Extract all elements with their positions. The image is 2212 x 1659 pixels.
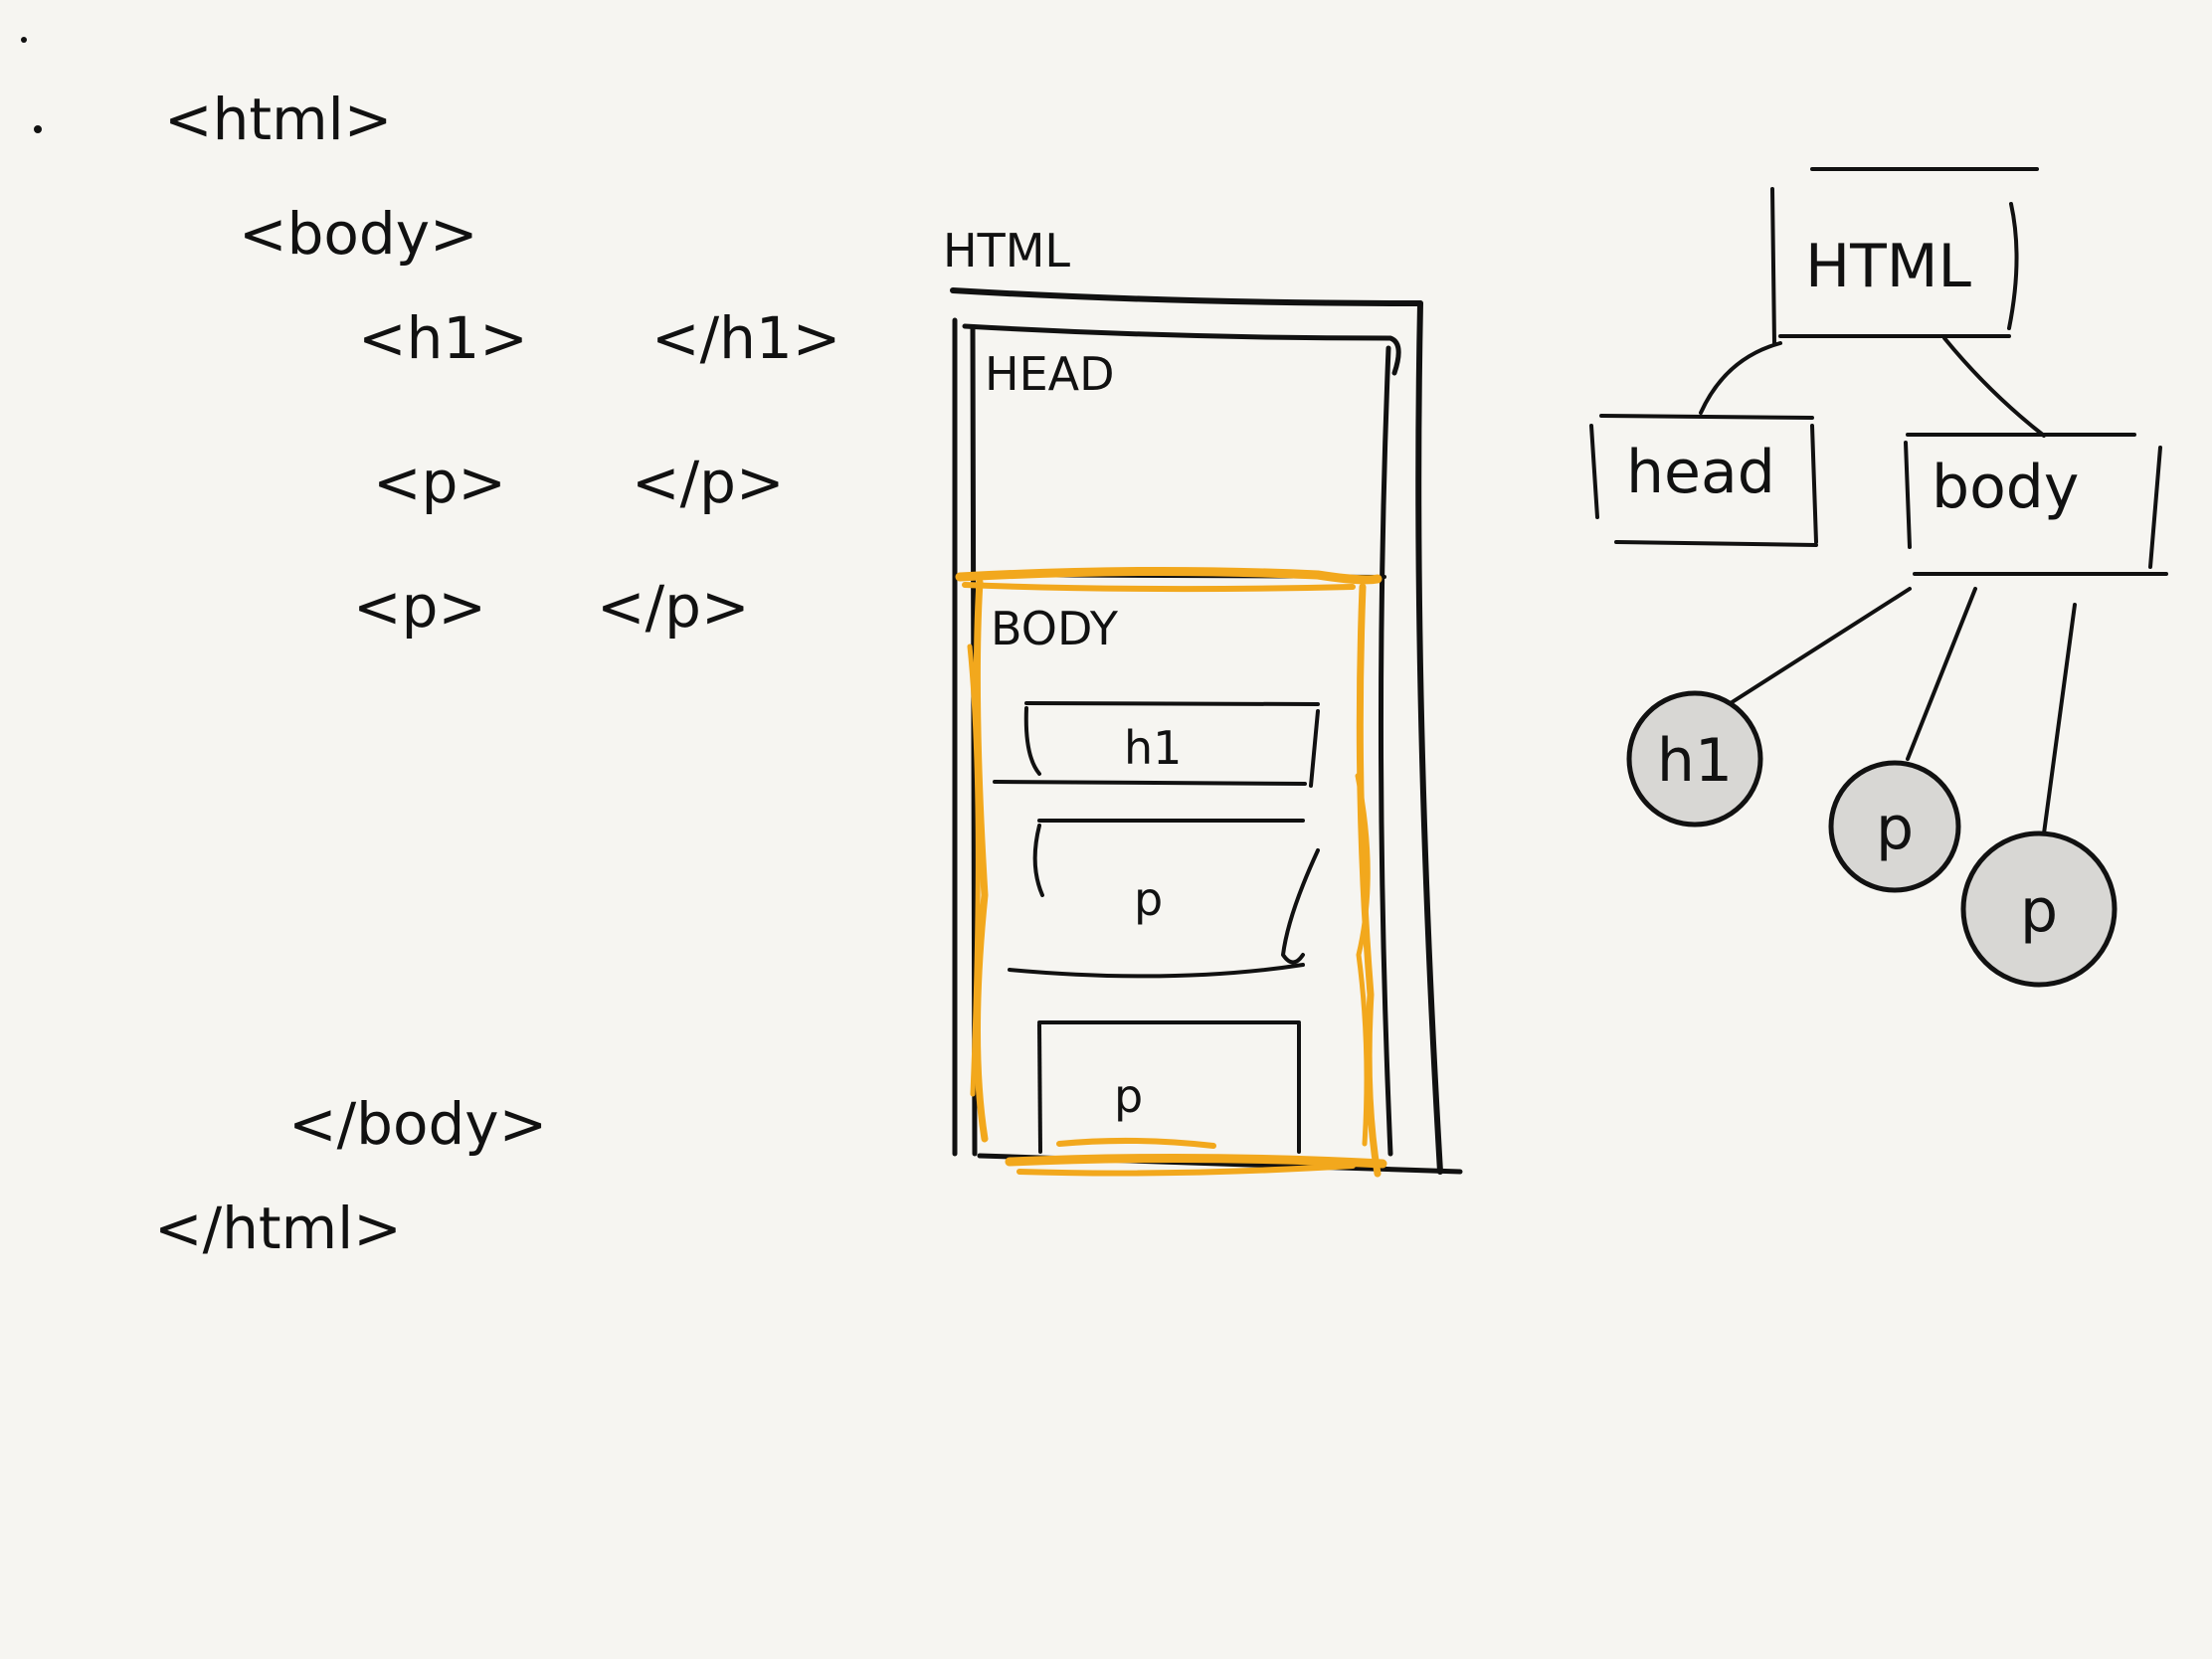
- code-p1-open: <p>: [373, 449, 506, 516]
- head-box-label: HEAD: [985, 347, 1115, 401]
- tree-h1-label: h1: [1657, 726, 1733, 796]
- box-model-diagram: HTML HEAD BODY h1 p: [943, 224, 1463, 1178]
- code-open-html: <html>: [164, 86, 392, 153]
- p1-box-label: p: [1134, 872, 1163, 926]
- dom-tree: HTML head body h1: [1589, 167, 2168, 988]
- code-p2-open: <p>: [353, 573, 486, 641]
- tree-body-label: body: [1932, 453, 2079, 522]
- tree-p1-label: p: [1876, 794, 1914, 863]
- html-box-top: [950, 287, 1423, 306]
- edge-body-p1: [1906, 587, 1977, 761]
- body-highlight: [955, 566, 1387, 1178]
- edge-root-body: [1942, 336, 2046, 438]
- html-box-right: [1415, 300, 1443, 1175]
- code-p1-close: </p>: [632, 449, 785, 516]
- tree-p2-node: p: [1960, 830, 2118, 988]
- code-close-html: </html>: [154, 1195, 402, 1262]
- edge-body-h1: [1721, 587, 1912, 710]
- code-p2-close: </p>: [597, 573, 750, 641]
- code-h1-open: <h1>: [358, 304, 528, 372]
- body-box-label: BODY: [991, 602, 1119, 655]
- code-open-body: <body>: [239, 200, 478, 268]
- stray-dot: [21, 37, 27, 43]
- code-h1-close: </h1>: [651, 304, 840, 372]
- p2-box-label: p: [1114, 1069, 1143, 1123]
- tree-h1-node: h1: [1626, 690, 1763, 828]
- tree-head-node: head: [1589, 414, 1818, 547]
- code-listing: <html> <body> <h1> </h1> <p> </p> <p> </…: [154, 86, 840, 1262]
- html-box-label: HTML: [943, 224, 1070, 277]
- p1-element-box: p: [1008, 819, 1320, 979]
- tree-p1-node: p: [1828, 760, 1961, 893]
- tree-p2-label: p: [2020, 876, 2058, 946]
- code-close-body: </body>: [288, 1090, 547, 1158]
- stray-dot: [34, 125, 42, 133]
- tree-root-node: HTML: [1770, 167, 2039, 345]
- tree-head-label: head: [1626, 438, 1775, 507]
- edge-root-head: [1699, 341, 1782, 415]
- p2-element-box: p: [1037, 1020, 1301, 1154]
- tree-root-label: HTML: [1805, 232, 1972, 301]
- edge-body-p2: [2042, 603, 2077, 835]
- h1-element-box: h1: [993, 701, 1320, 788]
- tree-body-node: body: [1904, 433, 2168, 576]
- head-box-right: [1378, 345, 1393, 1157]
- head-box-top: [962, 323, 1401, 376]
- h1-box-label: h1: [1124, 721, 1182, 775]
